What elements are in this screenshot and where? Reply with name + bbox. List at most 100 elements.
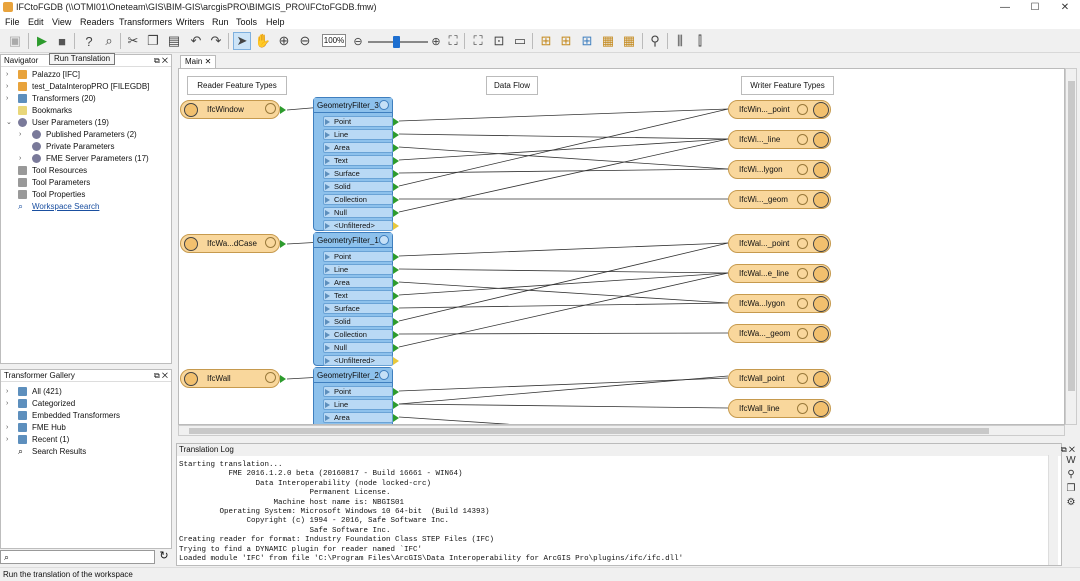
bookmark-reader-feature-types[interactable]: Reader Feature Types bbox=[187, 76, 287, 95]
stop-icon[interactable]: ■ bbox=[58, 33, 66, 49]
panel-controls[interactable]: ⧉ ✕ bbox=[153, 56, 168, 65]
port-point[interactable]: Point bbox=[323, 116, 393, 127]
close-tab-icon[interactable]: ✕ bbox=[204, 57, 212, 66]
run-icon[interactable]: ▶ bbox=[37, 33, 47, 48]
zoom-window-icon[interactable]: ⛶ bbox=[473, 33, 483, 48]
reader-feature-type[interactable]: IfcWa...dCase bbox=[180, 234, 280, 253]
tab-main[interactable]: Main ✕ bbox=[180, 55, 217, 68]
port-point[interactable]: Point bbox=[323, 251, 393, 262]
canvas-horizontal-scrollbar[interactable] bbox=[178, 425, 1065, 436]
writer-feature-type[interactable]: IfcWal...e_line bbox=[728, 264, 831, 283]
zoom-in-icon[interactable]: ⊕ bbox=[278, 33, 290, 48]
workspace-canvas[interactable]: Reader Feature Types Data Flow Writer Fe… bbox=[178, 68, 1065, 425]
zoom-level[interactable]: 100% bbox=[322, 34, 346, 47]
panel-controls[interactable]: ⧉ ✕ bbox=[1060, 445, 1075, 454]
port-line[interactable]: Line bbox=[323, 129, 393, 140]
port-surface[interactable]: Surface bbox=[323, 303, 393, 314]
port-solid[interactable]: Solid bbox=[323, 181, 393, 192]
writer-feature-type[interactable]: IfcWall_point bbox=[728, 369, 831, 388]
writer-feature-type[interactable]: IfcWi..._line bbox=[728, 130, 831, 149]
paste-icon[interactable]: ▤ bbox=[167, 33, 181, 48]
port-solid[interactable]: Solid bbox=[323, 316, 393, 327]
cut-icon[interactable]: ✂ bbox=[127, 33, 139, 48]
find-icon[interactable]: ⌕ bbox=[105, 33, 113, 48]
port-area[interactable]: Area bbox=[323, 412, 393, 423]
bookmark-writer-feature-types[interactable]: Writer Feature Types bbox=[741, 76, 834, 95]
port-collection[interactable]: Collection bbox=[323, 329, 393, 340]
add-writer-icon[interactable]: ⊞ bbox=[560, 33, 572, 48]
filter-icon[interactable]: ⚲ bbox=[1067, 469, 1075, 480]
port-line[interactable]: Line bbox=[323, 264, 393, 275]
port-text[interactable]: Text bbox=[323, 155, 393, 166]
port-line[interactable]: Line bbox=[323, 399, 393, 410]
word-wrap-icon[interactable]: W bbox=[1066, 455, 1076, 466]
zoom-plus-icon[interactable]: ⊕ bbox=[431, 35, 441, 48]
menu-writers[interactable]: Writers bbox=[176, 17, 205, 27]
feature-inspector-icon[interactable]: ⚲ bbox=[650, 33, 660, 48]
add-reader-icon[interactable]: ⊞ bbox=[540, 33, 552, 48]
overview-icon[interactable]: ▭ bbox=[513, 33, 527, 48]
reader-feature-type[interactable]: IfcWindow bbox=[180, 100, 280, 119]
port-area[interactable]: Area bbox=[323, 277, 393, 288]
refresh-icon[interactable]: ↻ bbox=[159, 550, 169, 562]
reader-feature-type[interactable]: IfcWall bbox=[180, 369, 280, 388]
writer-feature-type[interactable]: IfcWa...lygon bbox=[728, 294, 831, 313]
port-point[interactable]: Point bbox=[323, 386, 393, 397]
select-icon[interactable]: ➤ bbox=[233, 32, 251, 50]
add-bookmark-icon[interactable]: ▦ bbox=[601, 33, 615, 48]
add-annotation-icon[interactable]: ▦ bbox=[622, 33, 636, 48]
port-surface[interactable]: Surface bbox=[323, 168, 393, 179]
writer-feature-type[interactable]: IfcWal..._point bbox=[728, 234, 831, 253]
maximize-button[interactable]: ☐ bbox=[1030, 2, 1040, 13]
copy-icon[interactable]: ❐ bbox=[147, 33, 159, 48]
output-port-icon bbox=[393, 292, 399, 300]
menu-readers[interactable]: Readers bbox=[80, 17, 115, 27]
pan-icon[interactable]: ✋ bbox=[254, 33, 272, 48]
close-button[interactable]: ✕ bbox=[1060, 2, 1070, 13]
port-collection[interactable]: Collection bbox=[323, 194, 393, 205]
port-text[interactable]: Text bbox=[323, 290, 393, 301]
zoom-out-icon[interactable]: ⊖ bbox=[299, 33, 311, 48]
gallery-search-input[interactable]: ⌕ bbox=[0, 550, 155, 564]
writer-feature-type[interactable]: IfcWi...lygon bbox=[728, 160, 831, 179]
menu-transformers[interactable]: Transformers bbox=[119, 17, 173, 27]
undo-icon[interactable]: ↶ bbox=[190, 33, 202, 48]
align-icon[interactable]: ⫼ bbox=[677, 33, 683, 48]
writer-feature-type[interactable]: IfcWi..._geom bbox=[728, 190, 831, 209]
save-icon[interactable]: ▣ bbox=[8, 33, 22, 48]
port-area[interactable]: Area bbox=[323, 142, 393, 153]
panel-controls[interactable]: ⧉ ✕ bbox=[153, 371, 168, 380]
port-unfiltered[interactable]: <Unfiltered> bbox=[323, 220, 393, 231]
menu-view[interactable]: View bbox=[52, 17, 72, 27]
port-unfiltered[interactable]: <Unfiltered> bbox=[323, 355, 393, 366]
minimize-button[interactable]: — bbox=[1000, 2, 1010, 13]
menu-file[interactable]: File bbox=[5, 17, 20, 27]
copy-log-icon[interactable]: ❐ bbox=[1066, 483, 1076, 494]
gear-icon bbox=[265, 372, 276, 383]
port-null[interactable]: Null bbox=[323, 342, 393, 353]
inspect-icon[interactable]: ? bbox=[85, 33, 93, 49]
zoom-minus-icon[interactable]: ⊖ bbox=[353, 35, 363, 48]
menu-help[interactable]: Help bbox=[266, 17, 285, 27]
menu-edit[interactable]: Edit bbox=[28, 17, 44, 27]
distribute-icon[interactable]: ⫿ bbox=[697, 33, 703, 48]
bookmark-data-flow[interactable]: Data Flow bbox=[486, 76, 538, 95]
transformer-gallery-panel: Transformer Gallery⧉ ✕ ›All (421) ›Categ… bbox=[0, 369, 172, 549]
redo-icon[interactable]: ↷ bbox=[210, 33, 222, 48]
log-scrollbar[interactable] bbox=[1048, 455, 1058, 565]
zoom-fit-icon[interactable]: ⛶ bbox=[448, 33, 458, 48]
add-transformer-icon[interactable]: ⊞ bbox=[581, 33, 593, 48]
settings-icon[interactable]: ⚙ bbox=[1066, 497, 1076, 508]
port-null[interactable]: Null bbox=[323, 207, 393, 218]
zoom-selection-icon[interactable]: ⊡ bbox=[493, 33, 505, 48]
writer-feature-type[interactable]: IfcWin..._point bbox=[728, 100, 831, 119]
writer-feature-type[interactable]: IfcWa..._geom bbox=[728, 324, 831, 343]
writer-feature-type[interactable]: IfcWall_line bbox=[728, 399, 831, 418]
zoom-slider-thumb[interactable] bbox=[393, 36, 400, 48]
canvas-vertical-scrollbar[interactable] bbox=[1065, 68, 1077, 425]
menu-run[interactable]: Run bbox=[212, 17, 229, 27]
menu-tools[interactable]: Tools bbox=[236, 17, 258, 27]
